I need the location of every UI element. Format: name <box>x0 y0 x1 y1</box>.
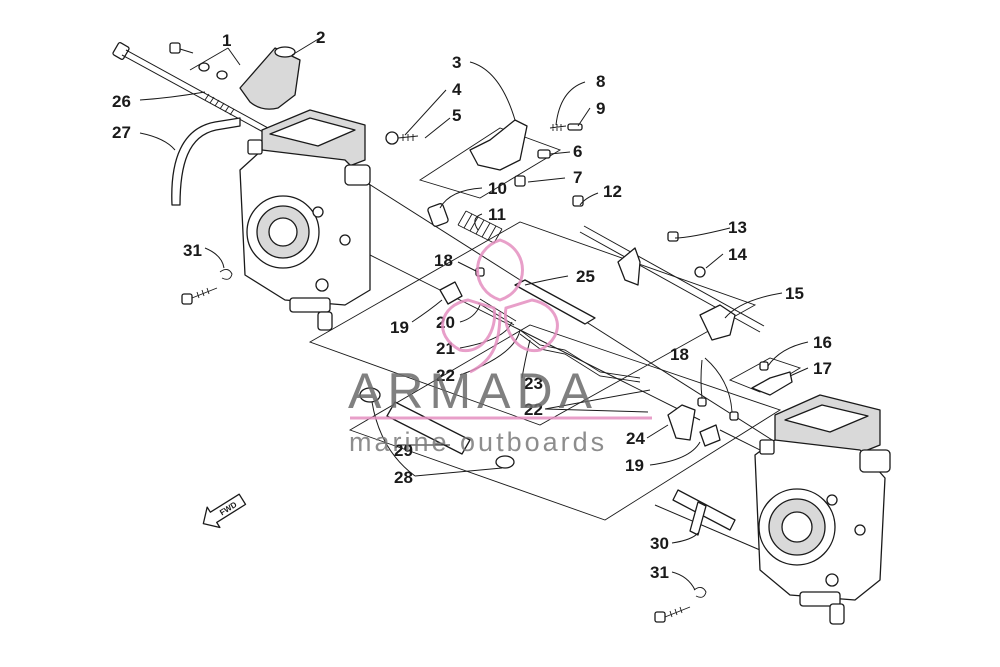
part-label-16: 16 <box>813 333 832 352</box>
tee-fitting-part <box>672 489 736 536</box>
throttle-cap-part <box>239 46 301 110</box>
screw-clip-right <box>654 587 707 623</box>
part-label-9: 9 <box>596 99 605 118</box>
part-label-23: 23 <box>524 374 543 393</box>
part-label-14: 14 <box>728 245 747 264</box>
part-label-10: 10 <box>488 179 507 198</box>
part-label-5: 5 <box>452 106 461 125</box>
part-label-22-upper: 22 <box>436 366 455 385</box>
part-label-26: 26 <box>112 92 131 111</box>
part-label-15: 15 <box>785 284 804 303</box>
watermark-logo-icon <box>441 238 559 374</box>
part-label-25: 25 <box>576 267 595 286</box>
part-label-12: 12 <box>603 182 622 201</box>
leader-lines <box>139 37 809 591</box>
assembly-outlines <box>308 127 802 521</box>
bracket-hardware <box>385 119 583 187</box>
part-label-27: 27 <box>112 123 131 142</box>
part-label-24: 24 <box>626 429 645 448</box>
part-label-2: 2 <box>316 28 325 47</box>
part-label-1: 1 <box>222 31 231 50</box>
screw-clip-left <box>181 269 233 305</box>
part-label-6: 6 <box>573 142 582 161</box>
forward-arrow-icon: FWD <box>202 493 247 529</box>
watermark-subtitle: marine outboards <box>349 427 607 457</box>
watermark-title: ARMADA <box>348 363 598 419</box>
part-label-3: 3 <box>452 53 461 72</box>
carburetor-right <box>754 394 891 625</box>
part-label-17: 17 <box>813 359 832 378</box>
part-label-19-upper: 19 <box>390 318 409 337</box>
part-label-11: 11 <box>488 205 506 224</box>
part-label-19-lower: 19 <box>625 456 644 475</box>
part-label-28: 28 <box>394 468 413 487</box>
vent-hose-part <box>171 117 241 206</box>
part-label-31-left: 31 <box>183 241 202 260</box>
part-labels: 1 2 3 4 5 6 7 8 9 10 11 12 13 14 15 16 1… <box>112 28 832 582</box>
small-bracket <box>751 361 793 396</box>
part-label-31-right: 31 <box>650 563 669 582</box>
part-label-30: 30 <box>650 534 669 553</box>
part-label-21: 21 <box>436 339 455 358</box>
part-label-4: 4 <box>452 80 462 99</box>
carburetor-left <box>239 109 371 331</box>
shaft-lines <box>299 171 801 551</box>
part-label-18-upper: 18 <box>434 251 453 270</box>
part-label-13: 13 <box>728 218 747 237</box>
spring-part <box>427 203 503 244</box>
part-label-20: 20 <box>436 313 455 332</box>
part-label-22-lower: 22 <box>524 400 543 419</box>
part-label-29: 29 <box>394 441 413 460</box>
choke-linkage <box>439 267 739 447</box>
hose-clamp-part <box>359 387 515 469</box>
part-label-18-lower: 18 <box>670 345 689 364</box>
part-label-8: 8 <box>596 72 605 91</box>
throttle-shaft <box>572 195 765 341</box>
armada-watermark: ARMADA marine outboards <box>348 238 652 457</box>
part-label-7: 7 <box>573 168 582 187</box>
screw-washers-part <box>169 42 228 80</box>
